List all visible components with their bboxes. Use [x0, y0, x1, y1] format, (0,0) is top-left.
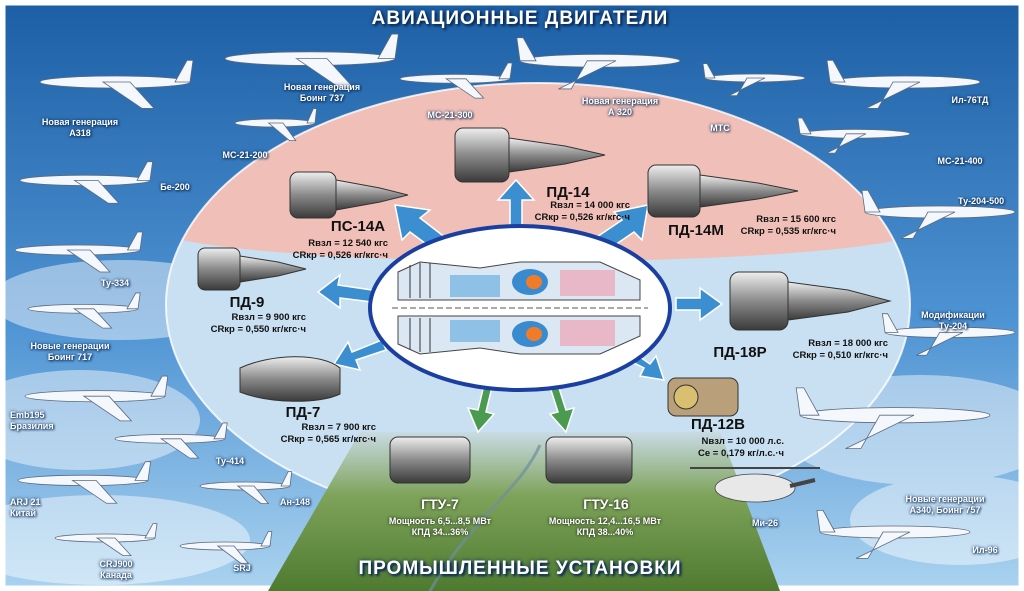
- label-boeing717: Новые генерации Боинг 717: [30, 341, 110, 362]
- aircraft-tu204-500: [861, 189, 1016, 239]
- aircraft-images: [14, 33, 1016, 564]
- label-il96: Ил-96: [972, 545, 998, 555]
- label-a320: Новая генерация А 320: [581, 96, 659, 117]
- aircraft-crj900: [54, 523, 158, 556]
- gtu7-name: ГТУ-7: [421, 496, 459, 512]
- engine-spec-pd9: Rвзл = 9 900 кгс CRкр = 0,550 кг/кгс·ч: [210, 312, 306, 335]
- aircraft-mi26: [690, 467, 820, 503]
- aircraft-ms21-200: [234, 108, 318, 142]
- aircraft-ms21-400: [797, 117, 911, 154]
- engine-name-pd14m: ПД-14М: [668, 222, 724, 239]
- gtu16-spec: Мощность 12,4...16,5 МВт КПД 38...40%: [548, 516, 662, 538]
- title-aviation-engines: АВИАЦИОННЫЕ ДВИГАТЕЛИ: [371, 8, 669, 29]
- engine-spec-pd7: Rвзл = 7 900 кгс CRкр = 0,565 кг/кгс·ч: [280, 422, 376, 445]
- aircraft-emb195: [24, 375, 169, 422]
- aircraft-tu334: [14, 231, 143, 273]
- label-be200: Бе-200: [160, 182, 190, 192]
- label-il76td: Ил-76ТД: [951, 95, 989, 105]
- engine-spec-pd14: Rвзл = 14 000 кгс CRкр = 0,526 кг/кгс·ч: [534, 200, 630, 223]
- gtu16-name: ГТУ-16: [583, 496, 629, 512]
- engine-spec-pd14m: Rвзл = 15 600 кгс CRкр = 0,535 кг/кгс·ч: [740, 214, 836, 237]
- engine-pd12v: [667, 377, 739, 417]
- engine-pd7: [239, 356, 341, 402]
- label-an148: Ан-148: [280, 497, 310, 507]
- aircraft-a318: [39, 60, 194, 109]
- gtu7-spec: Мощность 6,5...8,5 МВт КПД 34...36%: [388, 516, 492, 538]
- title-industrial-installations: ПРОМЫШЛЕННЫЕ УСТАНОВКИ: [358, 558, 682, 579]
- label-ms21-300: МС-21-300: [427, 110, 473, 120]
- engine-spec-ps14a: Rвзл = 12 540 кгс CRкр = 0,526 кг/кгс·ч: [292, 238, 388, 261]
- label-tu414: Ту-414: [215, 456, 245, 466]
- engine-pd18r: [729, 271, 892, 331]
- label-boeing737: Новая генерация Боинг 737: [283, 82, 361, 103]
- engine-name-pd12v: ПД-12В: [691, 416, 745, 433]
- aircraft-il76td: [826, 60, 981, 109]
- aircraft-be200: [19, 161, 154, 204]
- label-tu334: Ту-334: [100, 278, 130, 288]
- label-ms21-400: МС-21-400: [937, 156, 983, 166]
- aircraft-boeing717: [27, 292, 141, 329]
- engine-name-pd14: ПД-14: [546, 184, 590, 201]
- engine-name-pd9: ПД-9: [229, 294, 265, 311]
- gtu-arrows: [466, 384, 576, 434]
- label-emb195: Emb195 Бразилия: [10, 410, 54, 431]
- engine-images: [197, 127, 892, 484]
- aircraft-an148: [199, 471, 293, 505]
- aircraft-boeing737: [224, 33, 399, 89]
- label-tu204-modifications: Модификации Ту-204: [921, 310, 985, 331]
- label-ms21-200: МС-21-200: [222, 150, 268, 160]
- label-arj21: ARJ 21 Китай: [10, 497, 41, 518]
- engine-gtu7: [389, 436, 471, 484]
- aircraft-tu414: [114, 422, 228, 459]
- label-srj: SRJ: [233, 563, 251, 573]
- aircraft-tu204-mod: [881, 313, 1016, 356]
- aircraft-arj21: [17, 461, 152, 504]
- engine-ps14a: [289, 171, 409, 219]
- label-a340-boeing757: Новые генерации А340, Боинг 757: [905, 494, 985, 515]
- engine-spec-pd12v: Nвзл = 10 000 л.с. Ce = 0,179 кг/л.с.·ч: [697, 436, 784, 459]
- aircraft-srj: [179, 531, 273, 564]
- engine-pd14: [454, 127, 606, 183]
- aircraft-a320: [516, 37, 681, 90]
- engine-cross-section: [368, 224, 672, 392]
- aircraft-ms21-300: [399, 62, 513, 99]
- engine-spec-pd18r: Rвзл = 18 000 кгс CRкр = 0,510 кг/кгс·ч: [792, 338, 888, 361]
- label-mts: МТС: [710, 123, 730, 133]
- label-a318: Новая генерация А318: [41, 117, 119, 138]
- engine-pd9: [197, 247, 307, 291]
- aircraft-mts: [702, 63, 806, 96]
- aircraft-il96: [816, 509, 971, 559]
- aircraft-a340: [795, 387, 991, 450]
- engine-pd14m: [647, 164, 799, 218]
- engine-name-pd18r: ПД-18Р: [713, 344, 767, 361]
- label-tu204-500: Ту-204-500: [958, 196, 1005, 206]
- label-crj900: CRJ900 Канада: [99, 559, 133, 580]
- engine-name-pd7: ПД-7: [285, 404, 321, 421]
- engine-gtu16: [545, 436, 633, 484]
- engine-name-ps14a: ПС-14А: [330, 218, 386, 235]
- label-mi26: Ми-26: [751, 518, 779, 528]
